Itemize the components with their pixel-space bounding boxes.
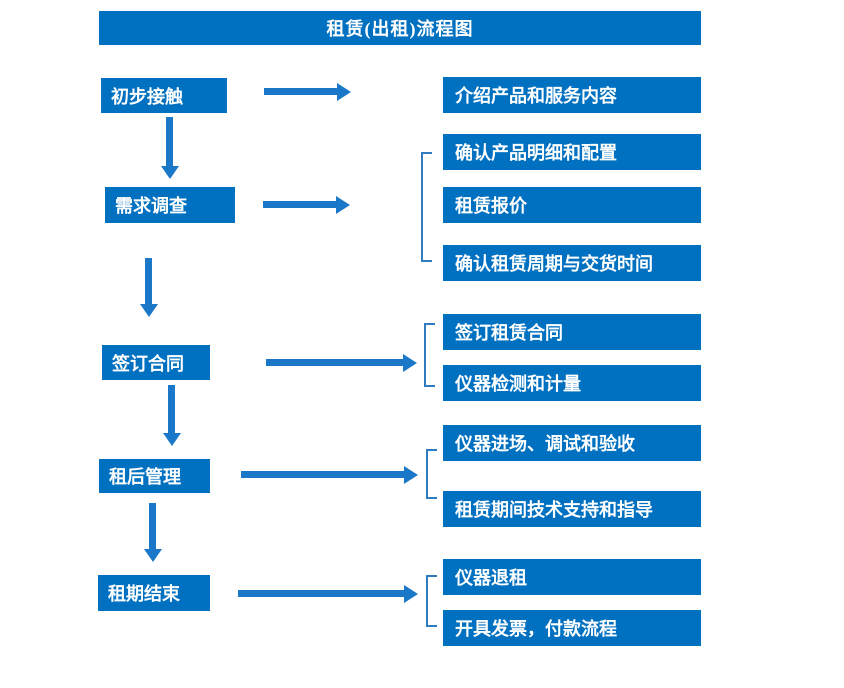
group-bracket: [426, 575, 437, 627]
output-sign-rental-contract: 签订租赁合同: [443, 314, 701, 350]
output-instrument-testing-metering: 仪器检测和计量: [443, 365, 701, 401]
group-bracket: [424, 323, 435, 387]
group-bracket: [421, 152, 432, 262]
output-instrument-return: 仪器退租: [443, 559, 701, 595]
right-arrow-icon: [238, 590, 405, 597]
down-arrow-icon: [168, 385, 175, 434]
right-arrow-icon: [263, 201, 337, 208]
right-arrow-icon: [266, 359, 404, 366]
right-arrow-icon: [241, 471, 405, 478]
flow-step-rental-end: 租期结束: [98, 575, 210, 611]
output-instrument-arrival-debug-acceptance: 仪器进场、调试和验收: [443, 425, 701, 461]
down-arrow-icon: [166, 117, 173, 167]
output-invoice-payment-process: 开具发票，付款流程: [443, 610, 701, 646]
output-introduce-products-services: 介绍产品和服务内容: [443, 77, 701, 113]
flow-step-sign-contract: 签订合同: [102, 345, 210, 380]
flow-step-post-rental-management: 租后管理: [99, 459, 210, 493]
flow-step-initial-contact: 初步接触: [101, 78, 227, 113]
down-arrow-icon: [145, 258, 152, 305]
output-confirm-product-details-config: 确认产品明细和配置: [443, 134, 701, 170]
flowchart-title: 租赁(出租)流程图: [99, 11, 701, 45]
group-bracket: [426, 449, 437, 499]
output-technical-support-guidance: 租赁期间技术支持和指导: [443, 491, 701, 527]
output-rental-quotation: 租赁报价: [443, 187, 701, 223]
right-arrow-icon: [264, 88, 338, 95]
down-arrow-icon: [149, 503, 156, 550]
output-confirm-rental-period-delivery: 确认租赁周期与交货时间: [443, 245, 701, 281]
flow-step-demand-survey: 需求调查: [105, 187, 235, 223]
